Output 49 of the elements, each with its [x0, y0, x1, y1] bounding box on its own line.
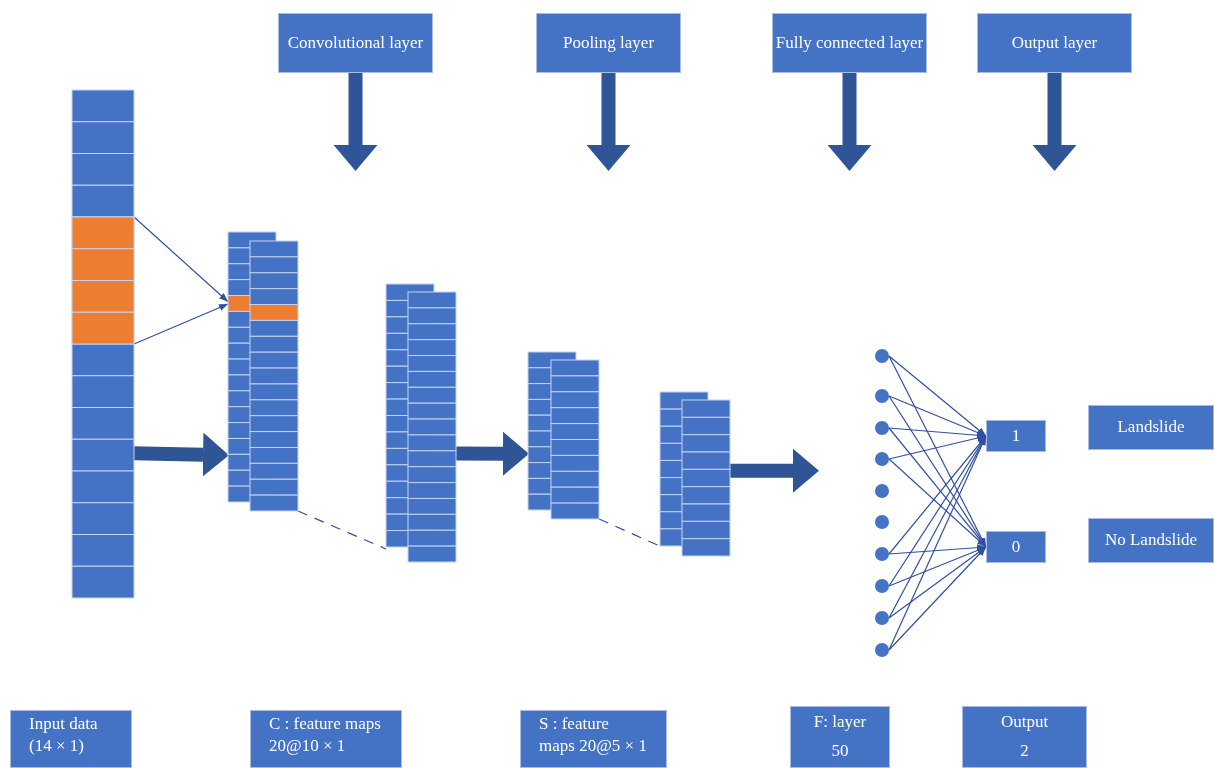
neuron-circle: [875, 611, 889, 625]
caption-box: [790, 706, 890, 768]
block-arrow: [827, 73, 872, 171]
layer-label-box: Landslide: [1088, 405, 1214, 450]
layer-label-box: Output layer: [977, 13, 1132, 73]
caption-box: Input data (14 × 1): [10, 710, 132, 768]
neuron-circle: [875, 484, 889, 498]
layer-label-box: 0: [986, 531, 1046, 563]
layer-label-box: Pooling layer: [536, 13, 681, 73]
layer-label-box: Convolutional layer: [278, 13, 433, 73]
label-text: 50: [831, 740, 849, 763]
arrow: [888, 355, 987, 437]
label-text: 2: [1020, 740, 1029, 763]
layer-label-box: Fully connected layer: [772, 13, 927, 73]
label-text: F: layer: [813, 711, 867, 733]
label-text: Output: [1000, 711, 1049, 733]
arrow: [133, 303, 229, 345]
caption-box: [962, 706, 1087, 768]
neuron-circle: [875, 515, 889, 529]
neuron-circle: [875, 547, 889, 561]
neuron-circle: [875, 349, 889, 363]
input-data-column: [72, 90, 134, 598]
feature-map-stack: [528, 352, 599, 519]
caption-box: S : feature maps 20@5 × 1: [520, 710, 667, 768]
caption-box: C : feature maps 20@10 × 1: [250, 710, 402, 768]
neuron-circle: [875, 643, 889, 657]
arrow: [133, 216, 229, 303]
block-arrow: [133, 432, 229, 477]
block-arrow: [333, 73, 378, 171]
block-arrow: [1032, 73, 1077, 171]
neuron-circle: [875, 452, 889, 466]
block-arrow: [455, 431, 529, 476]
block-arrow: [730, 448, 819, 493]
layer-label-box: 1: [986, 420, 1046, 452]
arrow: [888, 546, 987, 619]
arrow: [888, 546, 987, 651]
layer-label-box: No Landslide: [1088, 518, 1214, 563]
arrow: [888, 544, 987, 555]
feature-map-stack: [228, 232, 298, 511]
arrow: [888, 434, 987, 460]
dashed-line: [598, 518, 661, 547]
neuron-circle: [875, 421, 889, 435]
block-arrow: [586, 73, 631, 171]
dashed-line: [297, 510, 387, 550]
feature-map-stack: [660, 392, 730, 556]
arrow: [888, 458, 987, 548]
neuron-circle: [875, 389, 889, 403]
neuron-circle: [875, 579, 889, 593]
feature-map-stack: [386, 284, 456, 562]
